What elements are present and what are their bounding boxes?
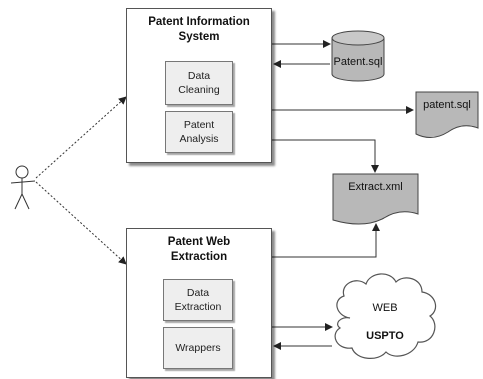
web-cloud-label: WEB — [372, 302, 398, 314]
patent-analysis-label: Patent Analysis — [179, 119, 219, 145]
patent-sql-document-icon — [415, 91, 479, 138]
data-cleaning-module: Data Cleaning — [165, 61, 233, 105]
wrappers-module: Wrappers — [163, 327, 233, 369]
uspto-cloud-label: USPTO — [366, 330, 404, 342]
patent-analysis-module: Patent Analysis — [165, 111, 233, 153]
pwe-to-extract-arrow — [272, 223, 380, 258]
web-cloud-icon — [334, 273, 437, 359]
patent-database-label: Patent.sql — [333, 56, 383, 68]
actor-to-pwe-connector — [35, 181, 127, 265]
data-extraction-label: Data Extraction — [174, 287, 222, 313]
patent-database-icon — [331, 30, 385, 82]
patent-sql-document-label: patent.sql — [423, 99, 471, 111]
patent-information-system-box: Patent Information System Data Cleaning … — [126, 8, 272, 163]
actor-to-pis-connector — [35, 96, 127, 179]
user-actor-icon — [10, 165, 36, 210]
patent-web-extraction-box: Patent Web Extraction Data Extraction Wr… — [126, 228, 272, 378]
pwe-title: Patent Web Extraction — [167, 236, 231, 263]
pis-to-extract-arrow — [234, 139, 379, 173]
pis-title: Patent Information System — [148, 16, 250, 43]
extract-xml-document-icon — [332, 173, 419, 225]
data-cleaning-label: Data Cleaning — [178, 70, 220, 96]
extract-xml-document-label: Extract.xml — [348, 181, 403, 193]
wrappers-label: Wrappers — [175, 342, 221, 354]
data-extraction-module: Data Extraction — [163, 279, 233, 321]
